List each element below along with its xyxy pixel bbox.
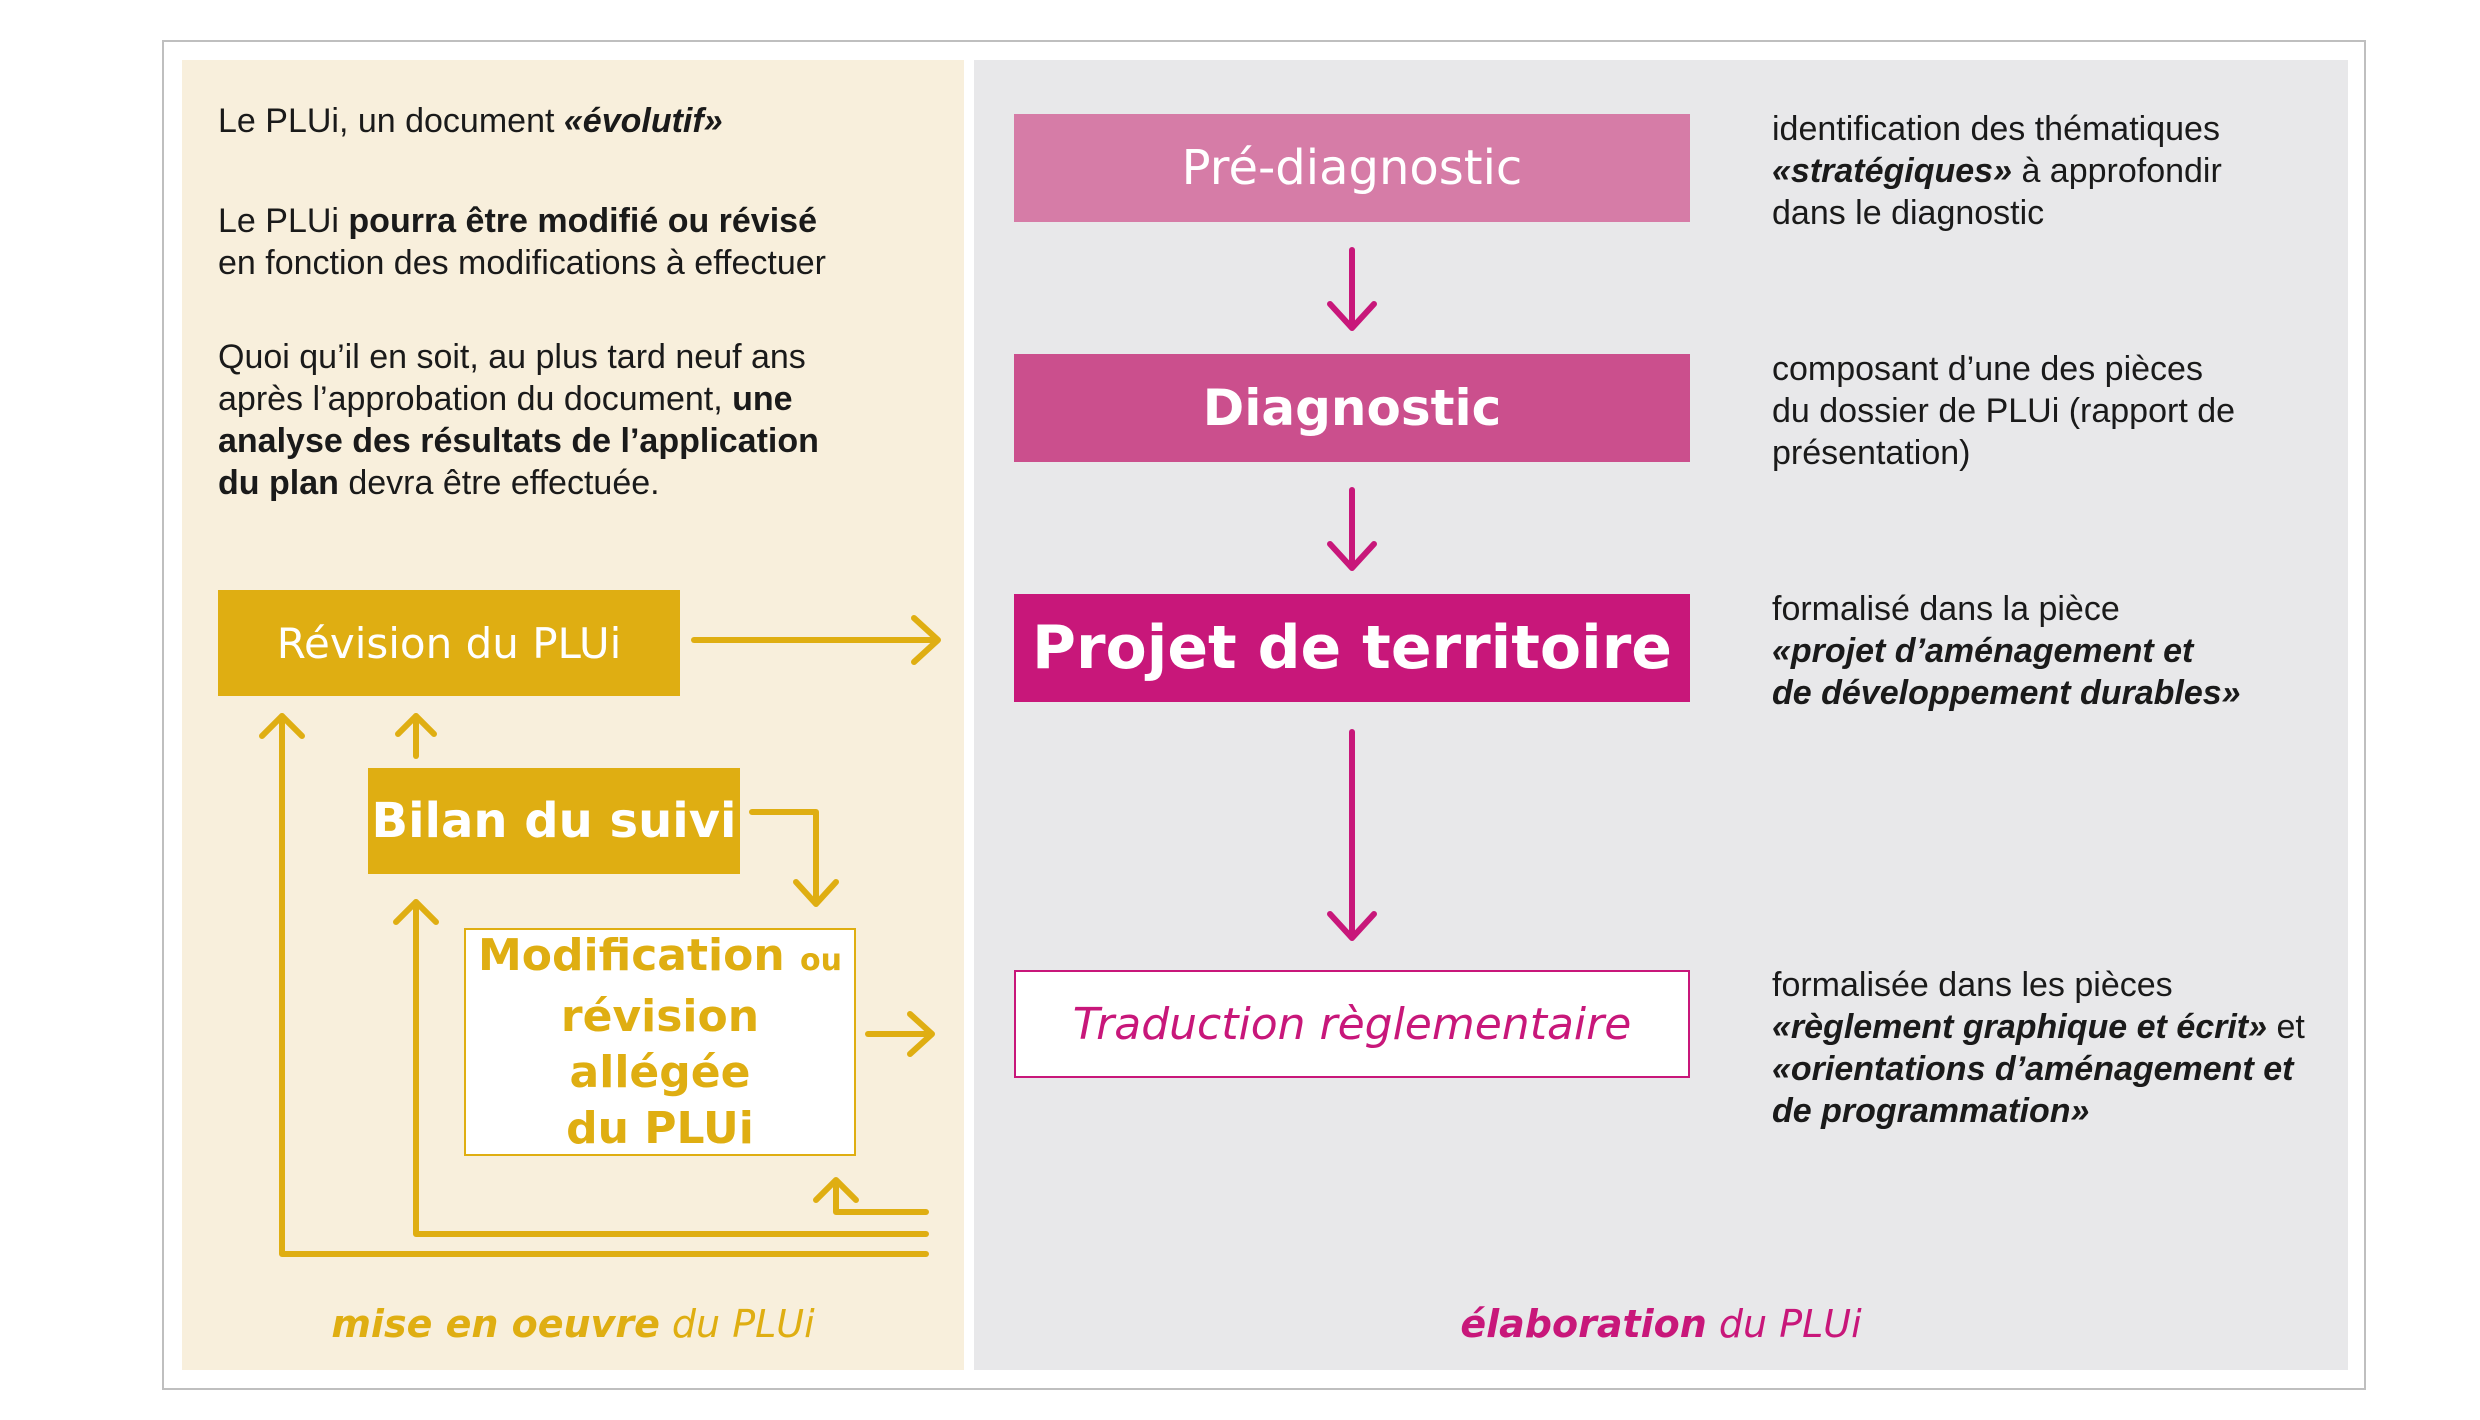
pre-diagnostic-label: Pré-diagnostic [1181,140,1523,196]
p3-line4: devra être effectuée. [338,464,660,502]
desc1-line1: identification des thématiques [1772,110,2220,148]
loop-to-modification [813,1177,929,1215]
desc4-line2-suffix: et [2267,1008,2305,1046]
step-diagnostic: Diagnostic [1014,354,1690,462]
desc3-line2: «projet d’aménagement et [1772,632,2194,670]
desc4-line2: «règlement graphique et écrit» [1772,1008,2268,1046]
p3-line4-bold: du plan [218,464,339,502]
revision-label: Révision du PLUi [276,618,622,668]
modification-line3: du PLUi [566,1102,754,1154]
desc4-line1: formalisée dans les pièces [1772,966,2173,1004]
revision-box: Révision du PLUi [218,590,680,696]
right-footer-bold: élaboration [1460,1302,1707,1346]
modification-main: Modification [478,929,785,981]
intro-text: Le PLUi, un document «évolutif» [218,100,723,142]
p3-line3-bold: analyse des résultats de l’application [218,422,819,460]
arrow-bilan-to-revision [395,713,437,759]
desc4-line3: «orientations d’aménagement et [1772,1050,2294,1088]
desc3-line1: formalisé dans la pièce [1772,590,2120,628]
p2-bold: pourra être modifié ou révisé [348,202,817,240]
desc4-line4: de programmation» [1772,1092,2090,1130]
intro-prefix: Le PLUi, un document [218,102,564,140]
projet-description: formalisé dans la pièce «projet d’aménag… [1772,588,2241,714]
p2-line2: en fonction des modifications à effectue… [218,244,826,282]
desc1-line2: à approfondir [2012,152,2222,190]
arrow-revision-to-projet [691,615,941,665]
left-footer-bold: mise en oeuvre [331,1302,660,1346]
arrow-modification-to-traduction [865,1011,935,1057]
desc2-line2: du dossier de PLUi (rapport de [1772,392,2236,430]
p3-line2: après l’approbation du document, [218,380,733,418]
desc2-line1: composant d’une des pièces [1772,350,2203,388]
arrow-diagnostic-to-projet [1327,487,1377,571]
left-footer-rest: du PLUi [659,1302,815,1346]
loop-to-bilan [393,899,929,1237]
traduction-description: formalisée dans les pièces «règlement gr… [1772,964,2305,1132]
p3-line2-bold: une [732,380,793,418]
projet-territoire-label: Projet de territoire [1031,613,1673,683]
modification-text: Le PLUi pourra être modifié ou révisé en… [218,200,826,284]
elaboration-panel [974,60,2348,1370]
traduction-label: Traduction règlementaire [1072,998,1632,1050]
desc3-line3: de développement durables» [1772,674,2241,712]
modification-line2: révision allégée [560,990,760,1098]
p3-line1: Quoi qu’il en soit, au plus tard neuf an… [218,338,806,376]
modification-or: ou [800,942,842,978]
bilan-box: Bilan du suivi [368,768,740,874]
step-pre-diagnostic: Pré-diagnostic [1014,114,1690,222]
arrow-projet-to-traduction [1327,729,1377,941]
step-projet-territoire: Projet de territoire [1014,594,1690,702]
left-footer: mise en oeuvre du PLUi [182,1302,964,1346]
loop-to-revision [259,713,929,1257]
desc1-line3: dans le diagnostic [1772,194,2045,232]
p2-prefix: Le PLUi [218,202,349,240]
diagnostic-label: Diagnostic [1202,379,1502,437]
intro-emphasis: «évolutif» [563,102,723,140]
modification-box: Modification ou révision allégée du PLUi [464,928,856,1156]
desc2-line3: présentation) [1772,434,1971,472]
step-traduction: Traduction règlementaire [1014,970,1690,1078]
bilan-label: Bilan du suivi [371,793,737,849]
right-footer-rest: du PLUi [1706,1302,1862,1346]
analysis-text: Quoi qu’il en soit, au plus tard neuf an… [218,336,819,504]
arrow-pre-to-diagnostic [1327,247,1377,331]
arrow-bilan-to-modification [749,809,839,907]
diagnostic-description: composant d’une des pièces du dossier de… [1772,348,2235,474]
pre-diagnostic-description: identification des thématiques «stratégi… [1772,108,2222,234]
right-footer: élaboration du PLUi [974,1302,2348,1346]
desc1-emphasis: «stratégiques» [1772,152,2012,190]
